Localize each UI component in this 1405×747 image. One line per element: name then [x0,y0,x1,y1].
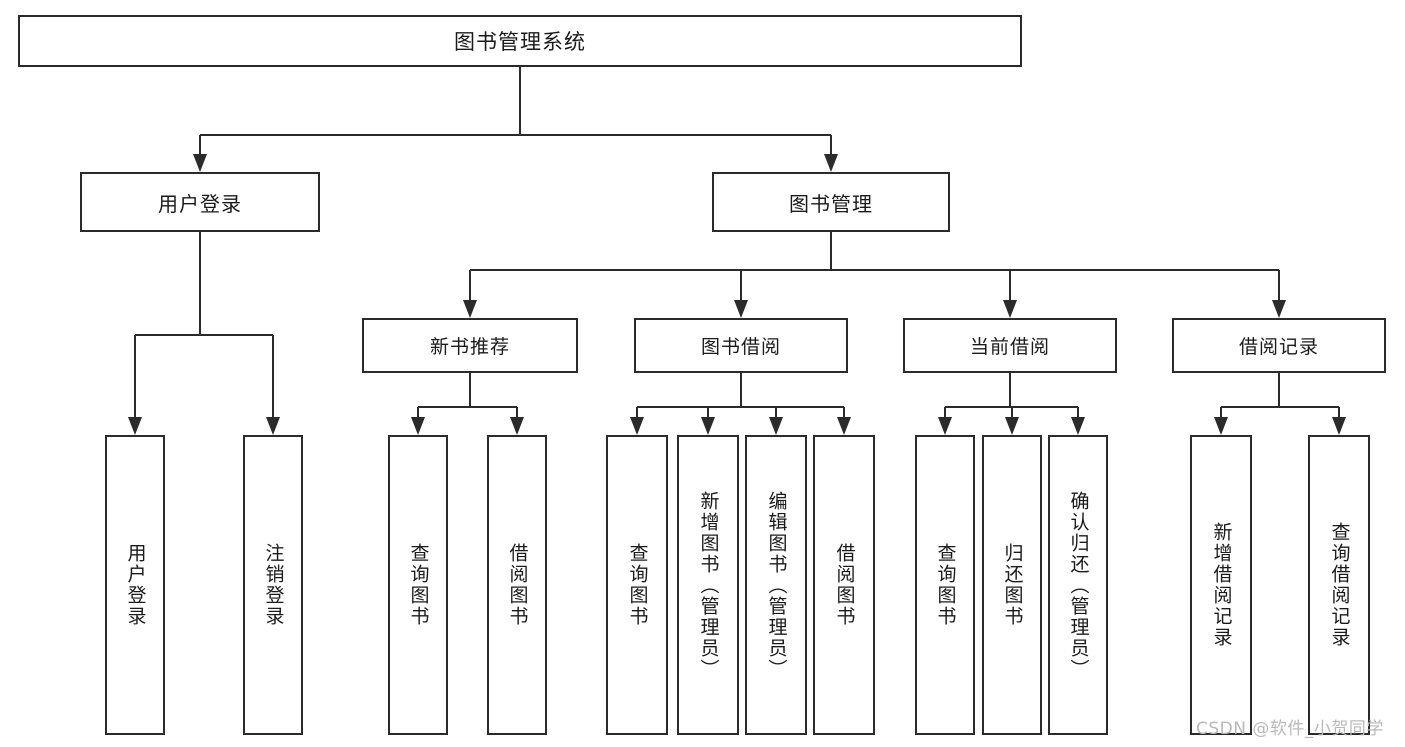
arrow-to-leaf [1332,417,1346,435]
node-leaf-query-book-1[interactable]: 查询图书 [388,435,448,735]
node-label: 编辑图书（管理员） [765,490,788,680]
connector-to-leaf [775,407,777,417]
node-label: 借阅图书 [833,543,856,627]
arrow-to-leaf [769,417,783,435]
node-label: 新增图书（管理员） [697,490,720,680]
connector-to-leaf [1077,407,1079,417]
node-label: 确认归还（管理员） [1067,490,1090,680]
node-label: 借阅图书 [506,543,529,627]
arrow-to-leaf [837,417,851,435]
connector-to-leaf [134,335,136,417]
connector-l2-stem [1009,373,1011,407]
arrow-to-leaf [938,417,952,435]
node-label: 新增借阅记录 [1210,522,1233,648]
connector-l2-stem [1278,373,1280,407]
connector-to-leaf [1011,407,1013,417]
connector-to-leaf [1220,407,1222,417]
node-leaf-query-book-3[interactable]: 查询图书 [915,435,975,735]
arrow-to-leaf [1071,417,1085,435]
arrow-root-to-l1 [193,154,207,172]
node-new-book-rec[interactable]: 新书推荐 [362,318,578,373]
node-label: 借阅记录 [1238,336,1319,358]
node-label: 查询图书 [626,543,649,627]
arrow-to-leaf [630,417,644,435]
arrow-root-to-l1 [824,154,838,172]
node-leaf-add-record[interactable]: 新增借阅记录 [1190,435,1252,735]
connector-l1-to-l2 [469,270,471,300]
arrow-l1-to-l2 [1003,300,1017,318]
node-book-borrow[interactable]: 图书借阅 [634,318,848,373]
node-label: 新书推荐 [429,336,510,358]
arrow-l1-to-l2 [1272,300,1286,318]
arrow-l1-to-l2 [463,300,477,318]
node-leaf-add-book[interactable]: 新增图书（管理员） [677,435,739,735]
node-label: 注销登录 [262,543,285,627]
connector-user-login-stem [199,232,201,335]
node-borrow-record[interactable]: 借阅记录 [1172,318,1386,373]
connector-l1-stem [830,232,832,270]
node-label: 查询图书 [407,543,430,627]
connector-l1-to-l2 [1009,270,1011,300]
node-label: 查询图书 [934,543,957,627]
node-leaf-user-login[interactable]: 用户登录 [105,435,165,735]
connector-l2-bus [637,406,844,408]
node-root[interactable]: 图书管理系统 [18,15,1022,67]
connector-to-leaf [1338,407,1340,417]
arrow-to-leaf [1214,417,1228,435]
connector-to-leaf [944,407,946,417]
connector-l1-to-l2 [1278,270,1280,300]
node-leaf-query-book-2[interactable]: 查询图书 [606,435,668,735]
node-label: 图书管理 [789,191,873,216]
connector-l1-bus [470,269,1279,271]
node-label: 用户登录 [124,543,147,627]
node-leaf-edit-book[interactable]: 编辑图书（管理员） [745,435,807,735]
arrow-to-leaf [128,417,142,435]
node-current-borrow[interactable]: 当前借阅 [903,318,1117,373]
connector-l1-to-l2 [740,270,742,300]
connector-to-leaf [272,335,274,417]
node-leaf-query-record[interactable]: 查询借阅记录 [1308,435,1370,735]
connector-l2-bus [1221,406,1339,408]
node-leaf-borrow-book-1[interactable]: 借阅图书 [487,435,547,735]
connector-to-leaf [843,407,845,417]
connector-l2-bus [418,406,517,408]
connector-to-leaf [707,407,709,417]
connector-to-leaf [417,407,419,417]
connector-root-to-l1 [199,135,201,154]
node-leaf-return-book[interactable]: 归还图书 [982,435,1042,735]
connector-to-leaf [516,407,518,417]
node-label: 归还图书 [1001,543,1024,627]
node-book-manage[interactable]: 图书管理 [712,172,950,232]
arrow-to-leaf [411,417,425,435]
connector-user-login-bus [135,334,273,336]
node-label: 用户登录 [158,191,242,216]
arrow-to-leaf [266,417,280,435]
node-label: 当前借阅 [969,336,1050,358]
connector-l2-stem [469,373,471,407]
csdn-watermark: CSDN @软件_小贺同学 [1196,719,1384,739]
connector-l2-stem [740,373,742,407]
node-leaf-logout-login[interactable]: 注销登录 [243,435,303,735]
connector-root-to-l1 [830,135,832,154]
connector-root-stem [519,67,521,135]
node-leaf-borrow-book-2[interactable]: 借阅图书 [813,435,875,735]
node-label: 图书借阅 [700,336,781,358]
connector-to-leaf [636,407,638,417]
arrow-to-leaf [1005,417,1019,435]
arrow-l1-to-l2 [734,300,748,318]
connector-root-bus [200,134,831,136]
node-label: 图书管理系统 [454,30,586,54]
node-label: 查询借阅记录 [1328,522,1351,648]
node-user-login[interactable]: 用户登录 [80,172,320,232]
node-leaf-confirm-return[interactable]: 确认归还（管理员） [1048,435,1108,735]
arrow-to-leaf [510,417,524,435]
arrow-to-leaf [701,417,715,435]
